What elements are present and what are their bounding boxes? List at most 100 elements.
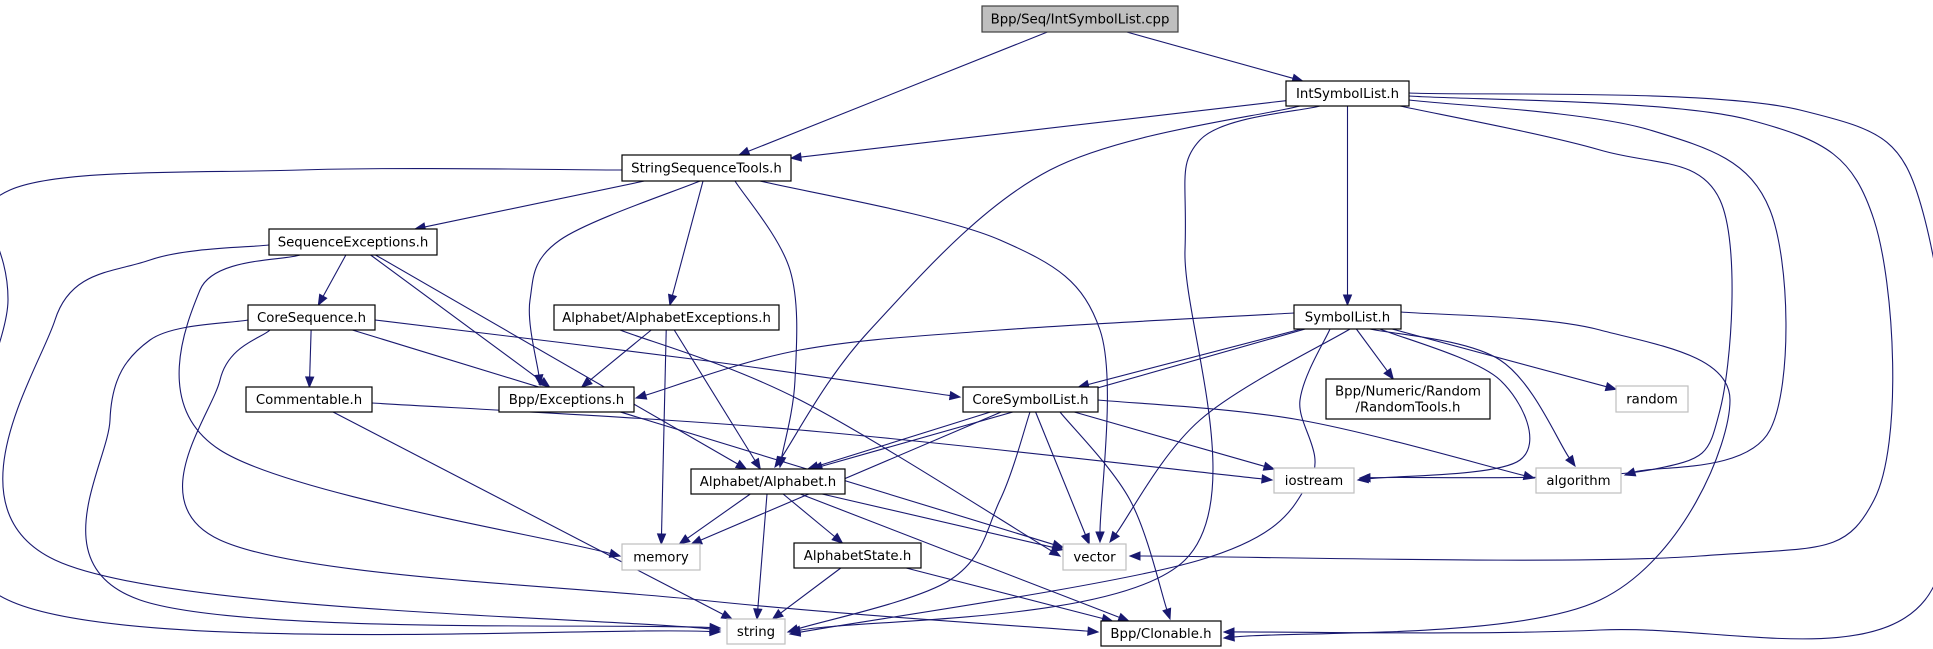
edge-line [1391, 328, 1607, 388]
node-label: AlphabetState.h [804, 549, 912, 564]
node-root[interactable]: Bpp/Seq/IntSymbolList.cpp [981, 5, 1179, 33]
node-algorithm: algorithm [1535, 467, 1622, 494]
node-label: iostream [1285, 474, 1343, 489]
edge-line [528, 180, 701, 376]
node-memory: memory [621, 543, 701, 571]
node-box [726, 618, 786, 645]
edge-alphabet-to-vector [821, 493, 1065, 552]
edge-line [782, 493, 836, 538]
edge-line [182, 329, 1089, 632]
edge-line [1097, 399, 1525, 477]
node-box [1285, 80, 1410, 107]
edge-intsymbollist-to-symbollist [1342, 106, 1353, 307]
edge-sequenceexceptions-to-memory [178, 254, 622, 558]
edge-stringsequencetools-to-vector [759, 180, 1108, 544]
edge-coresequence-to-vector [352, 329, 1065, 549]
arrowhead-icon [771, 608, 784, 620]
edge-line [322, 254, 347, 297]
edge-line [1233, 311, 1731, 638]
node-alphabetexceptions[interactable]: Alphabet/AlphabetExceptions.h [553, 304, 780, 331]
node-box [690, 468, 846, 495]
edge-symbollist-to-iostream [1356, 328, 1531, 484]
edge-line [375, 254, 738, 465]
edge-alphabetstate-to-string [771, 567, 842, 620]
node-stringsequencetools[interactable]: StringSequenceTools.h [621, 154, 792, 182]
arrowhead-icon [1095, 531, 1105, 544]
node-label: memory [633, 551, 689, 566]
edge-line [424, 180, 645, 228]
node-alphabetstate[interactable]: AlphabetState.h [793, 542, 922, 569]
node-label: vector [1073, 551, 1116, 566]
edge-line [817, 411, 991, 467]
edge-root-to-intsymbollist [1126, 31, 1304, 83]
node-label: string [737, 625, 775, 640]
arrowhead-icon [948, 390, 962, 401]
node-coresequence[interactable]: CoreSequence.h [247, 304, 376, 331]
arrowhead-icon [667, 293, 678, 307]
edge-line [0, 167, 711, 636]
arrowhead-icon [1080, 532, 1090, 546]
arrowhead-icon [1109, 530, 1121, 544]
edge-line [332, 411, 724, 615]
arrowhead-icon [1342, 294, 1353, 307]
edge-coresequence-to-string [85, 319, 722, 633]
edge-line [1369, 328, 1570, 459]
edge-line [757, 493, 768, 610]
arrowhead-icon [634, 390, 648, 400]
edge-line [1233, 92, 1933, 640]
edge-line [660, 329, 667, 535]
arrowhead-icon [1087, 626, 1100, 636]
node-sequenceexceptions[interactable]: SequenceExceptions.h [268, 228, 438, 256]
node-box [1535, 467, 1622, 494]
node-box [1293, 304, 1402, 330]
node-coresymbollist[interactable]: CoreSymbolList.h [962, 386, 1099, 413]
node-box [268, 228, 438, 256]
arrowhead-icon [1565, 454, 1576, 468]
node-random: random [1615, 385, 1689, 413]
edge-commentable-to-iostream [371, 402, 1274, 484]
node-intsymbollist[interactable]: IntSymbolList.h [1285, 80, 1410, 107]
edge-coresequence-to-commentable [304, 329, 315, 389]
node-label: CoreSymbolList.h [972, 393, 1088, 408]
edge-root-to-stringsequencetools [737, 31, 1048, 156]
edge-line [799, 328, 1331, 633]
node-string: string [726, 618, 786, 645]
arrowhead-icon [1222, 632, 1235, 642]
node-label: Bpp/Exceptions.h [509, 393, 625, 408]
node-alphabet[interactable]: Alphabet/Alphabet.h [690, 468, 846, 495]
node-clonable[interactable]: Bpp/Clonable.h [1100, 620, 1222, 647]
node-label: StringSequenceTools.h [631, 162, 782, 177]
edge-line [906, 567, 1103, 620]
edge-sequenceexceptions-to-string [2, 244, 722, 634]
edge-line [178, 254, 611, 554]
edge-sequenceexceptions-to-alphabet [375, 254, 748, 470]
arrowhead-icon [750, 457, 761, 471]
arrowhead-icon [709, 622, 722, 633]
edge-line [734, 180, 798, 458]
edge-line [1126, 31, 1294, 79]
node-label: SymbolList.h [1305, 311, 1390, 326]
arrowhead-icon [734, 459, 748, 470]
node-symbollist[interactable]: SymbolList.h [1293, 304, 1402, 330]
edge-commentable-to-string [332, 411, 734, 620]
node-randomtools[interactable]: Bpp/Numeric/Random/RandomTools.h [1325, 378, 1491, 420]
edge-stringsequencetools-to-exceptions [528, 180, 701, 387]
node-box [1273, 467, 1355, 494]
edge-coresymbollist-to-string [786, 411, 1031, 634]
edge-line [780, 105, 1301, 460]
arrowhead-icon [831, 532, 844, 544]
edge-line [687, 493, 751, 539]
arrowhead-icon [1604, 381, 1618, 392]
arrowhead-icon [1128, 551, 1141, 561]
edge-symbollist-to-clonable [1222, 311, 1731, 642]
edge-symbollist-to-vector [1109, 328, 1351, 544]
node-commentable[interactable]: Commentable.h [245, 386, 373, 413]
edge-alphabetexceptions-to-exceptions [580, 329, 652, 388]
node-box [981, 5, 1179, 33]
node-box [1325, 378, 1491, 420]
node-label: /RandomTools.h [1356, 401, 1461, 416]
arrowhead-icon [608, 548, 622, 558]
arrowhead-icon [753, 608, 763, 621]
node-exceptions[interactable]: Bpp/Exceptions.h [498, 386, 635, 413]
